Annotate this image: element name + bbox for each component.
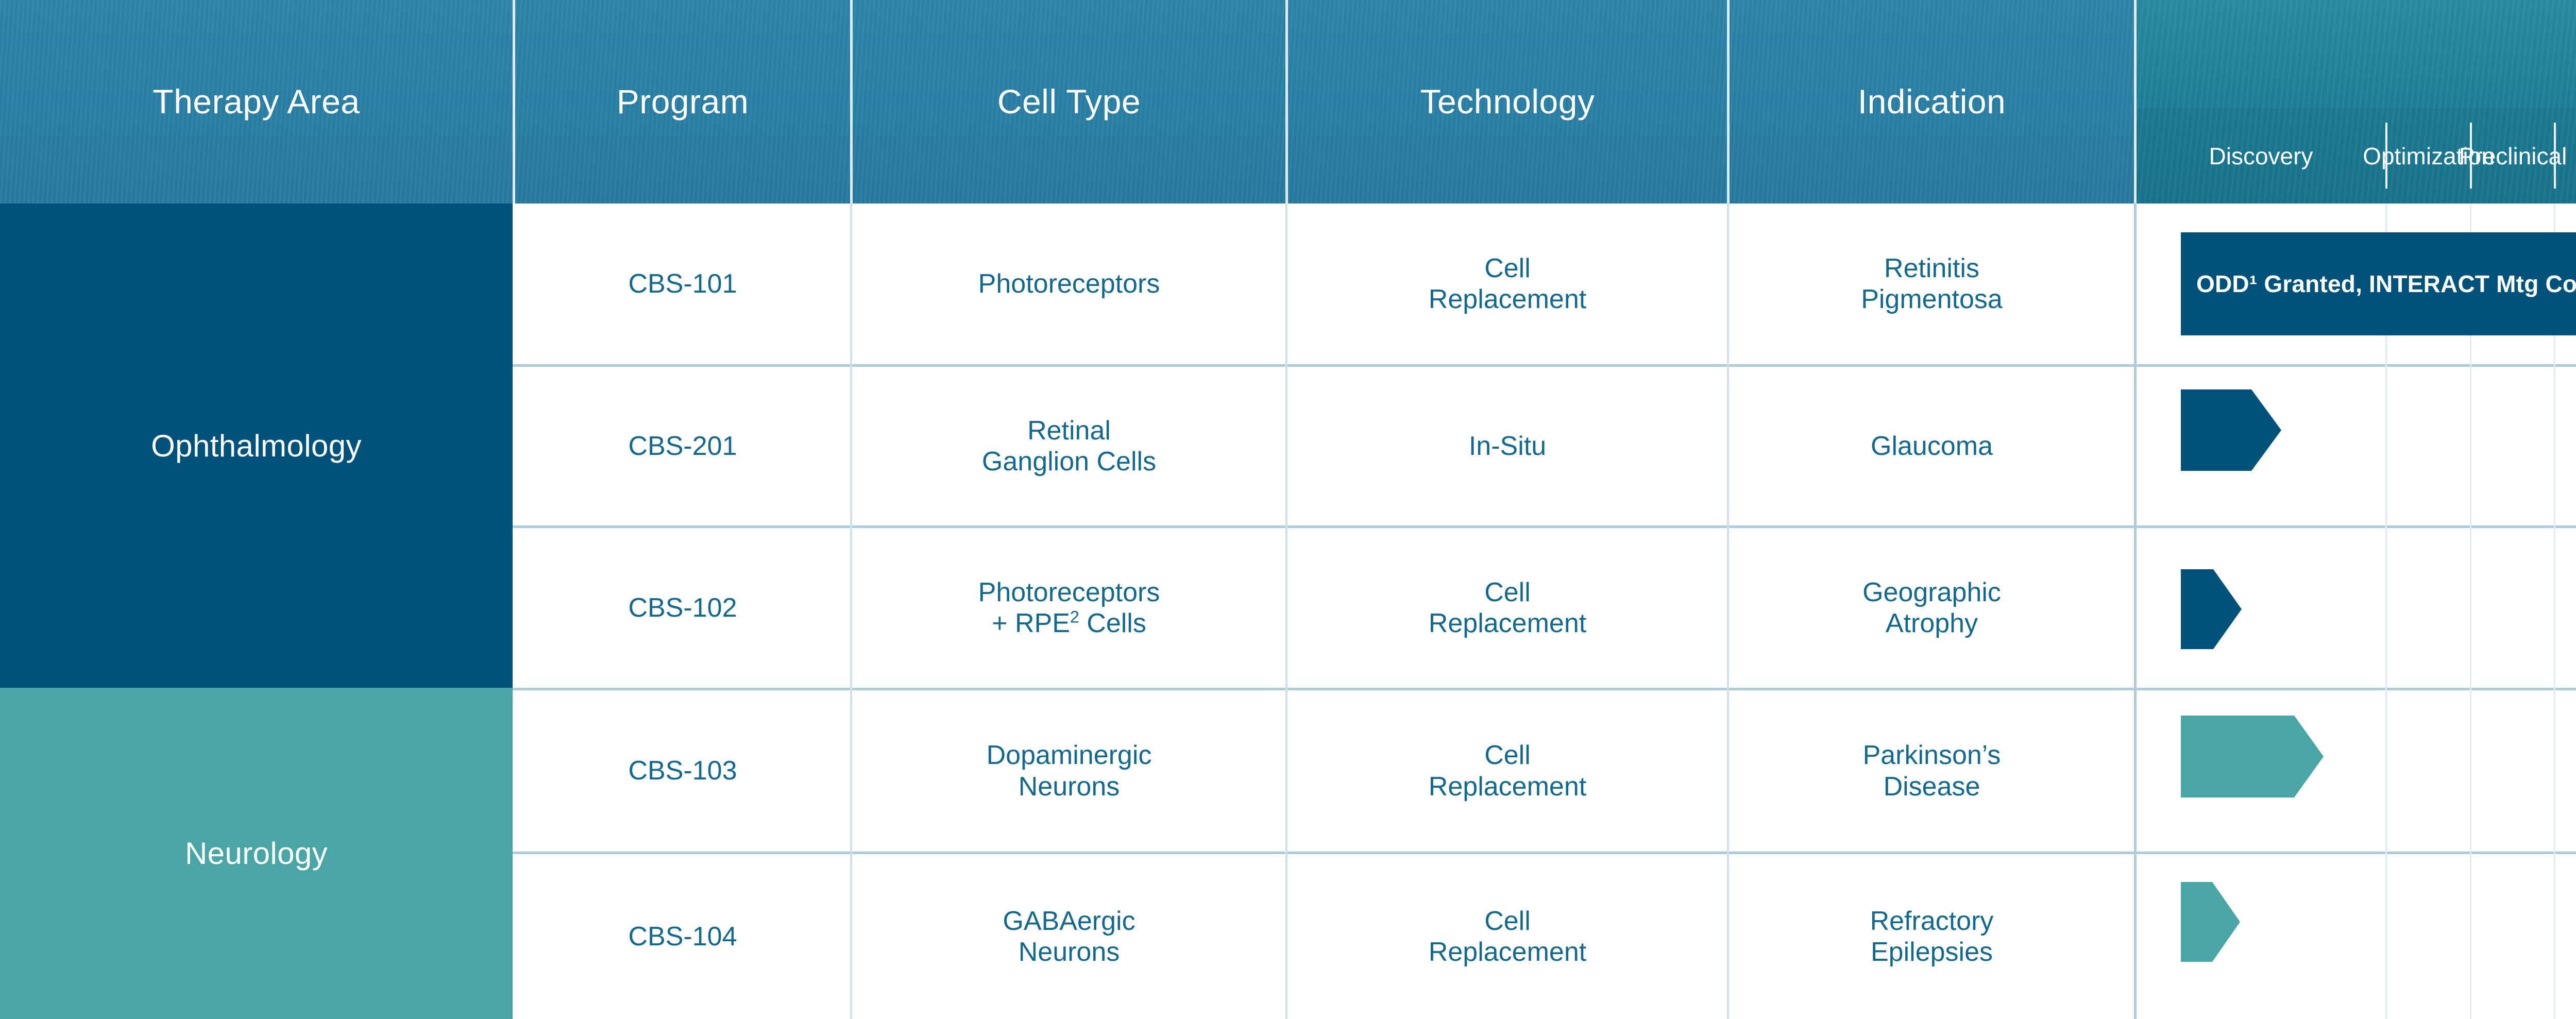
stage-header-optimization: Optimization	[2363, 142, 2495, 169]
column-header-indication: Indication	[1857, 82, 2006, 121]
cell-indication: Geographic Atrophy	[1730, 528, 2134, 688]
footnote-marker-2: 2	[1070, 607, 1079, 626]
cell-text-line2: Neurons	[1018, 771, 1120, 802]
cell-text-line2: Replacement	[1428, 284, 1587, 314]
cell-text-line2: Epilepsies	[1870, 937, 1993, 967]
cell-text-line1: Retinitis	[1884, 253, 1979, 283]
cell-cell-type: Dopaminergic Neurons	[853, 690, 1285, 852]
cell-program: CBS-201	[628, 431, 737, 461]
cell-text-line1: Retinal	[1027, 415, 1111, 446]
cell-program: CBS-102	[628, 592, 737, 623]
header-divider-3	[1285, 0, 1288, 203]
cell-text-line2: Pigmentosa	[1861, 284, 2003, 314]
table-row: CBS-103	[515, 690, 850, 852]
cell-text-line1: Cell	[1484, 906, 1531, 936]
header-divider-2	[850, 0, 853, 203]
cell-text-line2: Atrophy	[1885, 608, 1978, 638]
stage-divider-3	[2554, 123, 2556, 189]
cell-technology: In-Situ	[1288, 367, 1727, 525]
column-header-cell-type: Cell Type	[997, 82, 1141, 121]
cell-text: In-Situ	[1468, 431, 1547, 461]
progress-arrow-label: ODD¹ Granted, INTERACT Mtg Completed	[2196, 270, 2576, 297]
cell-text-line2: Neurons	[1018, 937, 1120, 967]
stage-divider-1	[2385, 123, 2387, 189]
cell-text-line2: Disease	[1883, 771, 1980, 802]
table-row: CBS-201	[515, 367, 850, 525]
cell-cell-type: GABAergic Neurons	[853, 854, 1285, 1019]
column-header-program: Program	[616, 82, 749, 121]
cell-text: Glaucoma	[1871, 431, 1993, 461]
development-stage-subrow-band	[2137, 108, 2576, 203]
therapy-area-neurology: Neurology	[0, 688, 513, 1019]
stage-divider-2	[2470, 123, 2472, 189]
body-column-line-3	[1727, 203, 1729, 1019]
cell-text-line1: Cell	[1484, 740, 1531, 771]
row-separator-2	[513, 525, 2576, 528]
cell-text-line2: Replacement	[1428, 608, 1587, 638]
header-divider-5	[2134, 0, 2137, 203]
header-divider-1	[513, 0, 515, 203]
cell-indication: Glaucoma	[1730, 367, 2134, 525]
cell-text-line2: + RPE2 Cells	[992, 608, 1146, 639]
therapy-area-ophthalmology: Ophthalmology	[0, 203, 513, 688]
row-separator-3	[513, 688, 2576, 690]
body-stage-line-2	[2470, 203, 2471, 1019]
cell-technology: Cell Replacement	[1288, 854, 1727, 1019]
cell-cell-type: Photoreceptors + RPE2 Cells	[853, 528, 1285, 688]
cell-text-line1: Dopaminergic	[986, 740, 1152, 771]
body-column-line-4	[2134, 203, 2137, 1019]
cell-text-post: Cells	[1079, 608, 1146, 638]
cell-text-line2: Replacement	[1428, 937, 1587, 967]
cell-program: CBS-103	[628, 756, 737, 786]
body-column-line-1	[850, 203, 852, 1019]
stage-header-discovery: Discovery	[2209, 142, 2313, 169]
column-header-therapy-area: Therapy Area	[152, 82, 360, 121]
cell-indication: Retinitis Pigmentosa	[1730, 203, 2134, 364]
stage-header-phase-1: Phase 1	[2556, 108, 2576, 203]
cell-text-line1: Geographic	[1862, 577, 2001, 607]
header-divider-4	[1727, 0, 1730, 203]
cell-indication: Refractory Epilepsies	[1730, 854, 2134, 1019]
body-stage-line-3	[2554, 203, 2555, 1019]
cell-program: CBS-104	[628, 921, 737, 952]
cell-text-line1: Refractory	[1870, 906, 1994, 936]
development-stage-block	[2137, 0, 2576, 203]
column-header-development-stage: Development Stage	[2137, 0, 2576, 108]
cell-technology: Cell Replacement	[1288, 528, 1727, 688]
cell-text-line1: Photoreceptors	[978, 577, 1160, 607]
table-row: CBS-101	[515, 203, 850, 364]
body-column-line-2	[1285, 203, 1287, 1019]
cell-cell-type: Retinal Ganglion Cells	[853, 367, 1285, 525]
therapy-area-neurology-label: Neurology	[184, 836, 328, 871]
table-row: CBS-104	[515, 854, 850, 1019]
cell-technology: Cell Replacement	[1288, 203, 1727, 364]
cell-text-line1: Parkinson’s	[1862, 740, 2001, 771]
cell-text-line2: Replacement	[1428, 771, 1587, 802]
body-stage-line-1	[2385, 203, 2387, 1019]
cell-program: CBS-101	[628, 268, 737, 299]
table-row: CBS-102	[515, 528, 850, 688]
cell-text-line1: Cell	[1484, 577, 1531, 607]
cell-text-line2: Ganglion Cells	[981, 447, 1157, 477]
row-separator-1	[513, 364, 2576, 367]
progress-arrow-cbs-101: ODD¹ Granted, INTERACT Mtg Completed	[2181, 232, 2576, 335]
cell-technology: Cell Replacement	[1288, 690, 1727, 852]
row-separator-4	[513, 852, 2576, 854]
cell-text-line1: Cell	[1484, 253, 1531, 283]
cell-text-pre: + RPE	[992, 608, 1070, 638]
therapy-area-ophthalmology-label: Ophthalmology	[151, 428, 362, 463]
stage-header-preclinical: Preclinical	[2459, 142, 2567, 169]
cell-cell-type: Photoreceptors	[853, 203, 1285, 364]
cell-text: Photoreceptors	[978, 268, 1160, 299]
cell-text-line1: GABAergic	[1003, 906, 1136, 936]
column-header-technology: Technology	[1420, 82, 1595, 121]
cell-indication: Parkinson’s Disease	[1730, 690, 2134, 852]
progress-arrow-cbs-103	[2181, 716, 2324, 797]
